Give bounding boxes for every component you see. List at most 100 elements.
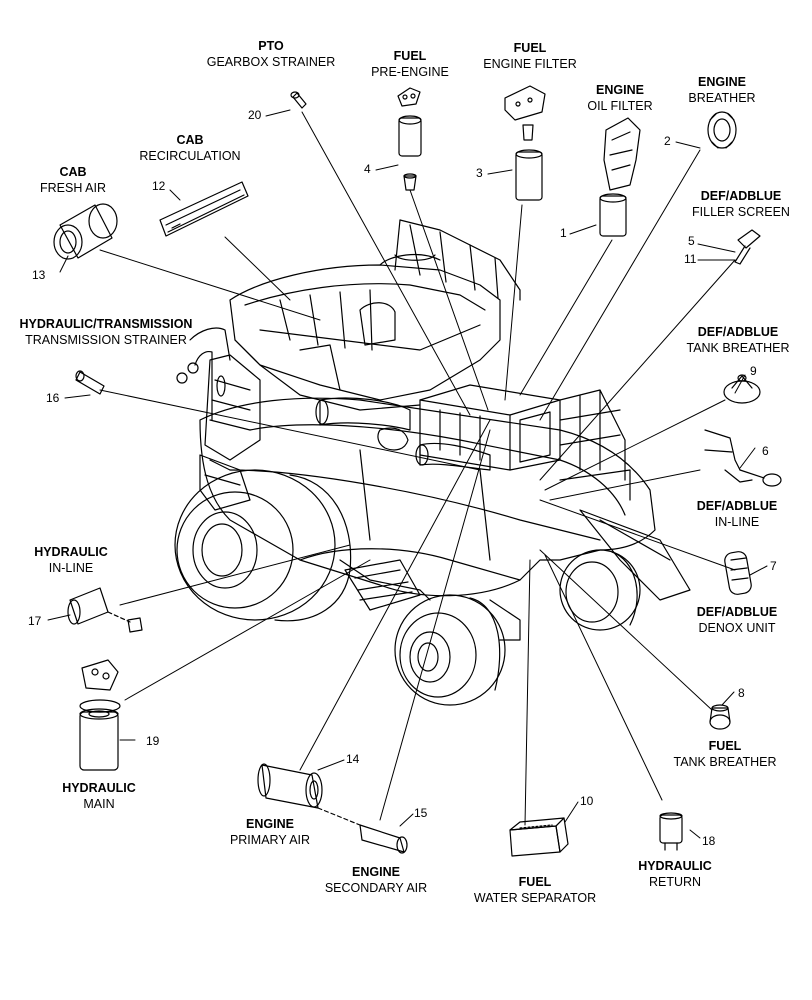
label-sub: OIL FILTER <box>587 99 653 113</box>
label-engine-primary-air: ENGINE PRIMARY AIR <box>210 816 330 848</box>
label-sub: TANK BREATHER <box>673 755 777 769</box>
label-sub: RECIRCULATION <box>139 149 241 163</box>
engine-primary-air-icon <box>257 763 361 826</box>
label-engine-oil-filter: ENGINE OIL FILTER <box>570 82 670 114</box>
label-def-denox-unit: DEF/ADBLUE DENOX UNIT <box>672 604 802 636</box>
callout-18: 18 <box>702 834 716 848</box>
engine-breather-icon <box>707 111 737 149</box>
label-sub: FILLER SCREEN <box>692 205 790 219</box>
transmission-strainer-icon <box>75 370 105 395</box>
label-hydraulic-inline: HYDRAULIC IN-LINE <box>16 544 126 576</box>
engine-secondary-air-icon <box>359 824 408 854</box>
callout-12: 12 <box>152 179 166 193</box>
callout-10: 10 <box>580 794 594 808</box>
label-sub: SECONDARY AIR <box>324 881 428 895</box>
def-tank-breather-icon <box>723 374 761 404</box>
label-pto-gearbox-strainer: PTO GEARBOX STRAINER <box>196 38 346 70</box>
hydraulic-inline-icon <box>67 587 143 633</box>
label-hydraulic-transmission-strainer: HYDRAULIC/TRANSMISSION TRANSMISSION STRA… <box>6 316 206 348</box>
cab-recirculation-filter-icon <box>159 181 249 237</box>
engine-oil-filter-icon <box>599 117 641 237</box>
label-head: ENGINE <box>352 865 400 879</box>
label-def-filler-screen: DEF/ADBLUE FILLER SCREEN <box>676 188 806 220</box>
hydraulic-main-icon <box>79 659 121 771</box>
cab-fresh-air-filter-icon <box>53 203 118 260</box>
callout-6: 6 <box>762 444 769 458</box>
pto-strainer-icon <box>290 91 307 109</box>
cab <box>176 219 521 511</box>
label-cab-recirculation: CAB RECIRCULATION <box>130 132 250 164</box>
label-fuel-pre-engine: FUEL PRE-ENGINE <box>360 48 460 80</box>
fuel-tank-breather-icon <box>709 704 731 730</box>
callout-9: 9 <box>750 364 757 378</box>
label-head: DEF/ADBLUE <box>700 189 782 203</box>
fuel-pre-engine-filter-icon <box>397 87 422 191</box>
label-sub: RETURN <box>648 875 702 889</box>
label-sub: BREATHER <box>688 91 756 105</box>
callout-19: 19 <box>146 734 160 748</box>
label-head: FUEL <box>513 41 547 55</box>
label-engine-secondary-air: ENGINE SECONDARY AIR <box>306 864 446 896</box>
label-sub: ENGINE FILTER <box>483 57 577 71</box>
callout-11: 11 <box>684 252 697 266</box>
label-head: DEF/ADBLUE <box>697 325 779 339</box>
callout-1: 1 <box>560 226 567 240</box>
label-head: FUEL <box>518 875 552 889</box>
leader-lines <box>99 111 736 826</box>
callout-16: 16 <box>46 391 60 405</box>
wheels <box>174 469 641 706</box>
label-head: HYDRAULIC <box>638 859 712 873</box>
label-fuel-engine-filter: FUEL ENGINE FILTER <box>470 40 590 72</box>
label-sub: TRANSMISSION STRAINER <box>25 333 187 347</box>
label-sub: DENOX UNIT <box>698 621 776 635</box>
label-sub: PRE-ENGINE <box>371 65 449 79</box>
label-head: ENGINE <box>596 83 644 97</box>
fuel-water-separator-icon <box>509 817 569 857</box>
callout-2: 2 <box>664 134 671 148</box>
label-sub: MAIN <box>83 797 115 811</box>
callout-17: 17 <box>28 614 42 628</box>
callout-7: 7 <box>770 559 777 573</box>
hydraulic-return-icon <box>659 812 683 851</box>
label-sub: FRESH AIR <box>40 181 106 195</box>
label-head: DEF/ADBLUE <box>696 605 778 619</box>
label-fuel-tank-breather: FUEL TANK BREATHER <box>660 738 790 770</box>
label-sub: IN-LINE <box>48 561 94 575</box>
callout-8: 8 <box>738 686 745 700</box>
fuel-engine-filter-icon <box>504 85 546 201</box>
label-sub: PRIMARY AIR <box>229 833 311 847</box>
callout-5: 5 <box>688 234 695 248</box>
label-head: DEF/ADBLUE <box>696 499 778 513</box>
label-head: FUEL <box>393 49 427 63</box>
callout-20: 20 <box>248 108 262 122</box>
label-sub: IN-LINE <box>714 515 760 529</box>
label-cab-fresh-air: CAB FRESH AIR <box>18 164 128 196</box>
callout-15: 15 <box>414 806 428 820</box>
label-head: HYDRAULIC/TRANSMISSION <box>19 317 193 331</box>
machine-body <box>199 384 691 601</box>
def-filler-screen-icon <box>734 229 761 265</box>
label-sub: WATER SEPARATOR <box>473 891 597 905</box>
label-head: ENGINE <box>698 75 746 89</box>
label-head: CAB <box>59 165 87 179</box>
label-def-inline: DEF/ADBLUE IN-LINE <box>672 498 802 530</box>
callout-3: 3 <box>476 166 483 180</box>
label-hydraulic-return: HYDRAULIC RETURN <box>620 858 730 890</box>
def-denox-icon <box>724 551 752 595</box>
def-inline-icon <box>704 429 782 487</box>
callout-13: 13 <box>32 268 46 282</box>
label-sub: GEARBOX STRAINER <box>206 55 336 69</box>
callout-14: 14 <box>346 752 360 766</box>
callout-4: 4 <box>364 162 371 176</box>
label-head: PTO <box>258 39 284 53</box>
label-head: CAB <box>176 133 204 147</box>
label-head: HYDRAULIC <box>62 781 136 795</box>
label-engine-breather: ENGINE BREATHER <box>672 74 772 106</box>
label-head: FUEL <box>708 739 742 753</box>
label-def-tank-breather: DEF/ADBLUE TANK BREATHER <box>670 324 806 356</box>
label-head: ENGINE <box>246 817 294 831</box>
label-hydraulic-main: HYDRAULIC MAIN <box>44 780 154 812</box>
callout-ticks <box>47 109 768 839</box>
